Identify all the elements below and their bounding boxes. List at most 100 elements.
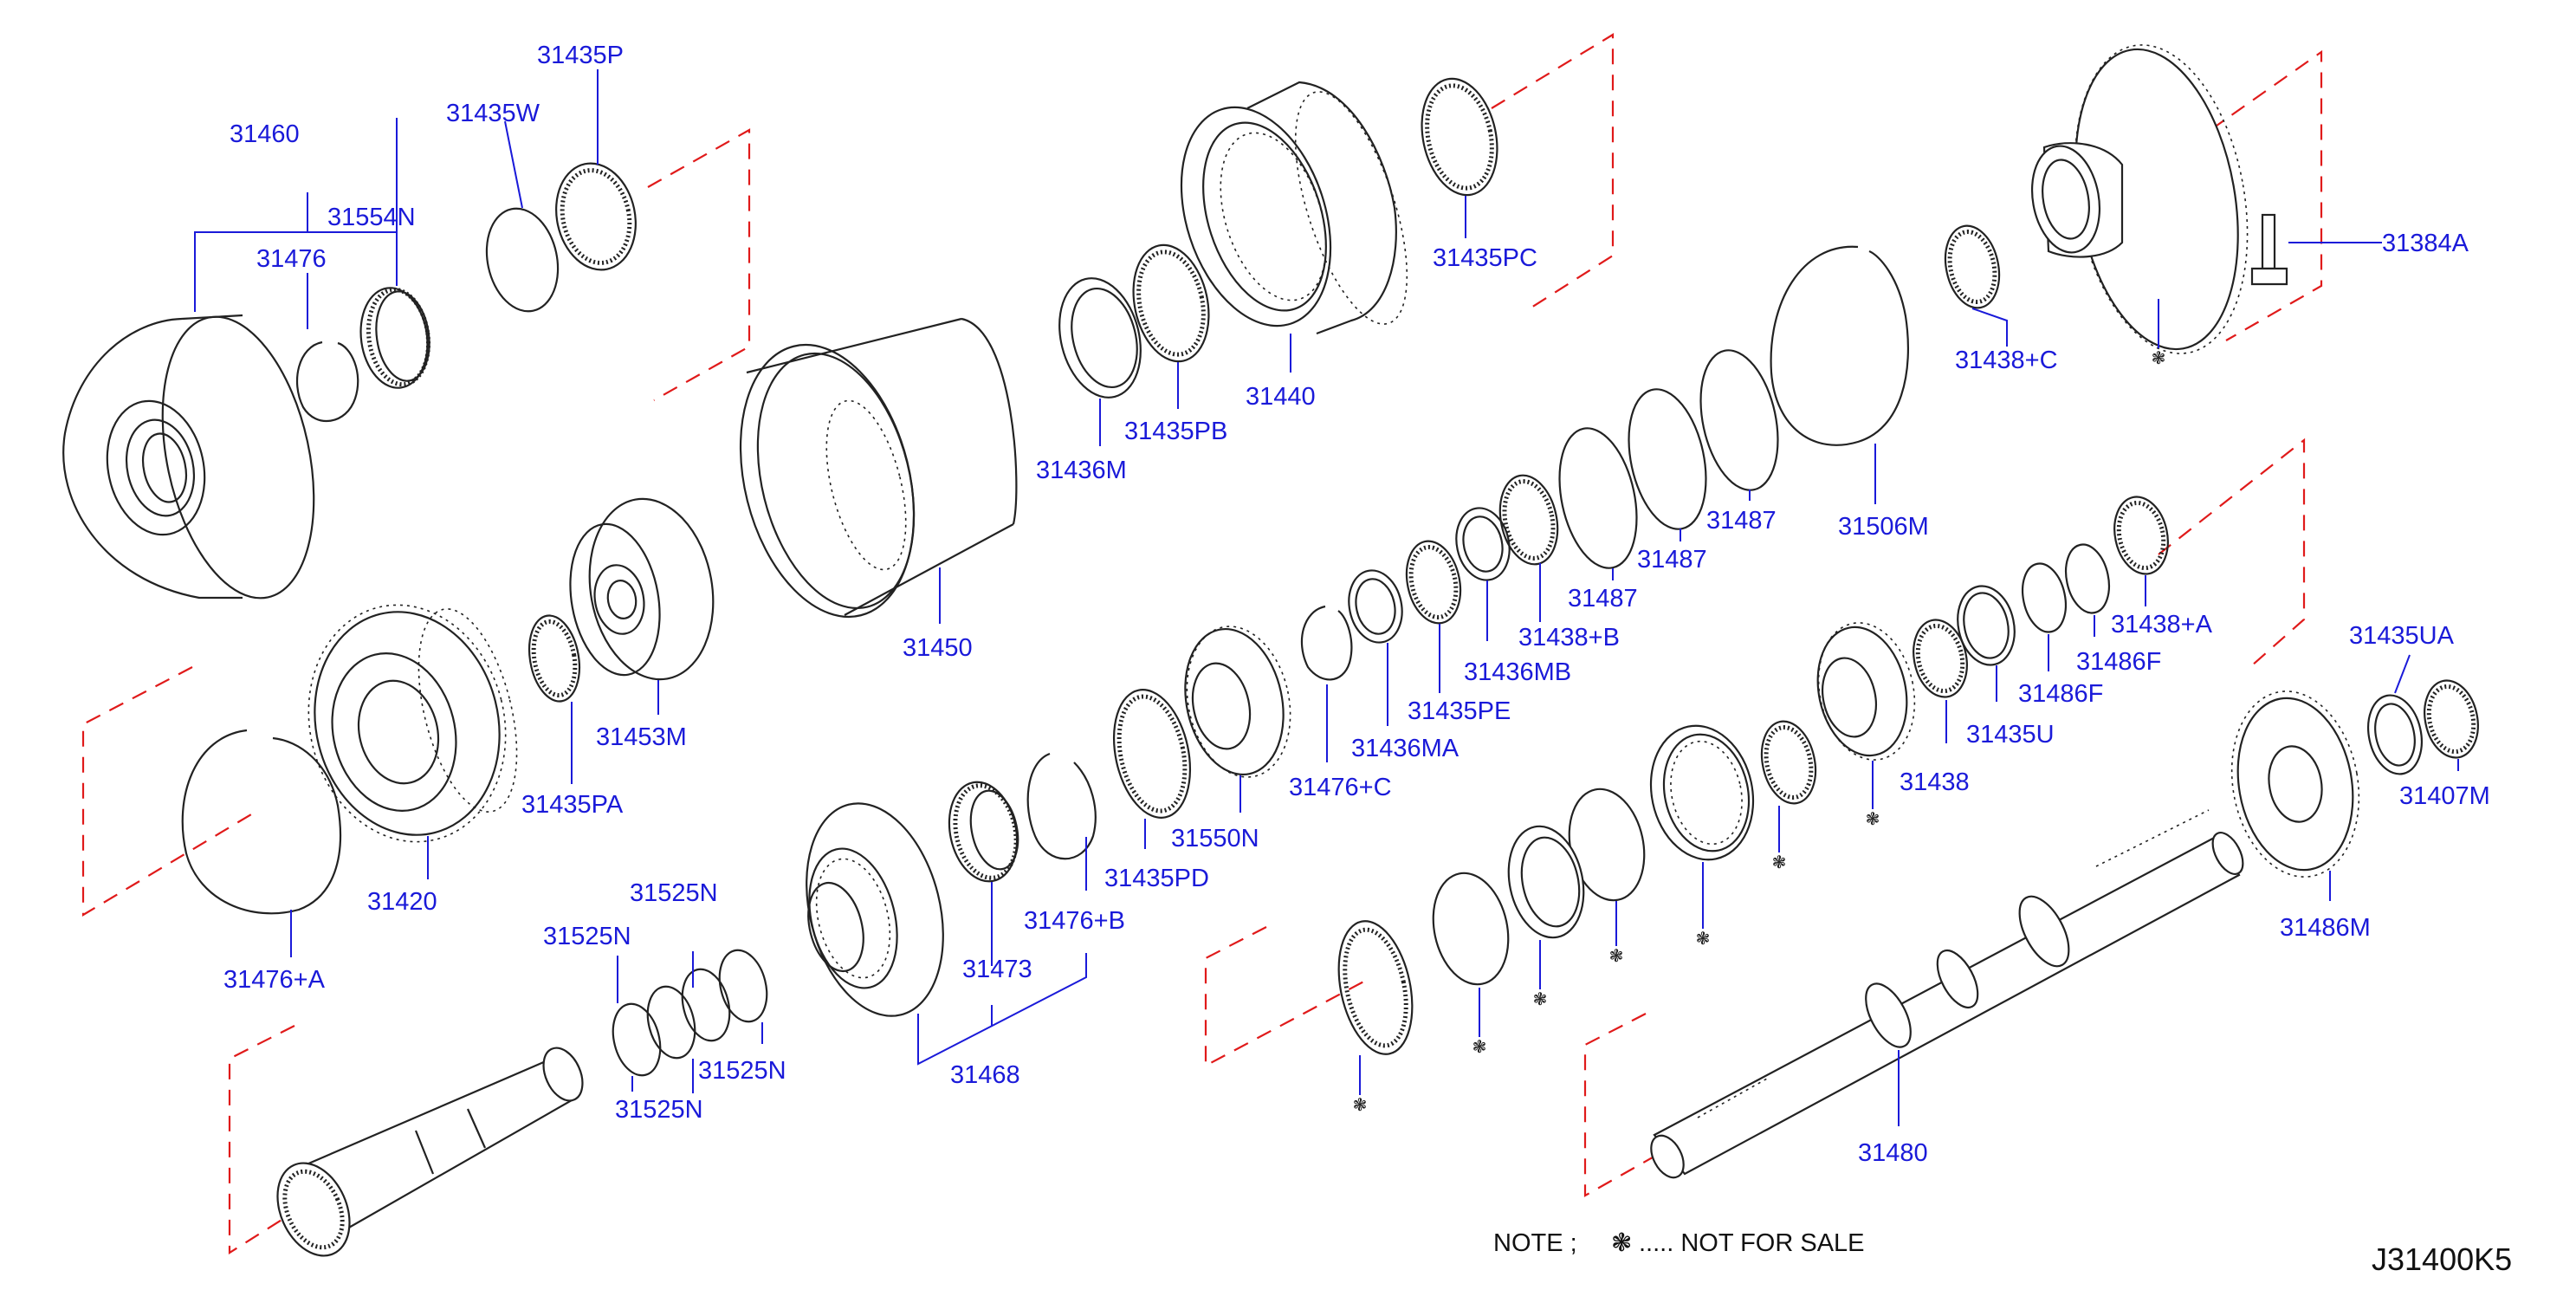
label-31486f-2: 31486F [2018,680,2103,708]
part-bearing-nfs-2 [1507,825,1585,939]
label-31436ma: 31436MA [1351,735,1460,762]
label-31476b: 31476+B [1024,907,1125,935]
label-31476a: 31476+A [223,966,326,994]
part-31436ma-plate [1348,569,1403,644]
label-31438c: 31438+C [1955,347,2058,374]
label-31435pe: 31435PE [1408,697,1511,725]
nfs-mark-ring-1: ❃ [1609,947,1624,966]
part-31525n-ring-4 [718,949,768,1023]
nfs-mark-shim-4: ❃ [1353,1096,1368,1115]
label-31407m: 31407M [2399,782,2490,810]
part-31435pb-thrust-washer [1132,243,1210,363]
label-31435pc: 31435PC [1433,244,1537,272]
part-31550n-gear [1184,626,1291,778]
part-labels: 31460 31435P 31435W 31554N 31476 31440 3… [223,42,2490,1167]
footer-note: NOTE ; ❃ ..... NOT FOR SALE [1493,1229,1865,1257]
label-31450: 31450 [903,634,973,662]
label-31384a: 31384A [2382,230,2469,257]
part-31435u-washer [1957,585,2016,666]
label-31435pa: 31435PA [521,791,624,819]
part-bearing-race-nfs [1649,724,1755,861]
part-31435pa-thrust-washer [527,614,581,703]
diagram-code: J31400K5 [2372,1241,2512,1277]
part-31473-bearing [948,781,1019,883]
part-31384a-bolt [2250,213,2288,286]
note-suffix: ..... NOT FOR SALE [1639,1229,1865,1257]
part-31438b-thrust-washer [1498,474,1559,566]
leader-lines [194,69,2459,1126]
label-31525n-2: 31525N [630,879,718,907]
label-31468: 31468 [950,1061,1020,1089]
label-31435w: 31435W [446,100,540,127]
nfs-mark-housing: ❃ [2152,349,2166,368]
part-31506m-snap-ring [1770,245,1909,446]
part-gear-hub-right [1816,622,1916,761]
part-31476-snap-ring [296,340,359,423]
part-31438c-thrust-washer [1944,224,2001,309]
nfs-mark-gear-hub: ❃ [1866,810,1880,829]
label-31486m: 31486M [2280,914,2371,942]
part-31435w-washer [485,207,560,313]
part-31436m-plate [1058,277,1142,399]
label-31435u: 31435U [1966,721,2055,749]
part-31435ua-washer [2367,694,2423,775]
label-31473: 31473 [962,956,1032,983]
part-31420-ring-gear [307,604,518,843]
label-31435pd: 31435PD [1104,865,1209,892]
note-symbol: ❃ [1611,1229,1632,1257]
part-31435pe-thrust-washer [1405,540,1462,625]
label-31436m: 31436M [1036,457,1127,484]
part-31435pc-thrust-washer [1421,77,1498,197]
label-31438a: 31438+A [2111,611,2213,639]
label-31438b: 31438+B [1518,624,1620,651]
part-31440-gear-drum [1180,81,1408,335]
label-31476c: 31476+C [1289,774,1392,801]
part-31486f-ring-2 [2021,562,2068,633]
part-31436mb-plate [1455,507,1511,581]
label-31476: 31476 [256,245,327,273]
label-31436mb: 31436MB [1464,658,1571,686]
part-31460-drum [62,314,315,600]
part-31486f-ring-1 [2064,543,2111,614]
part-31453m-carrier [569,497,715,681]
part-shim-nfs-4 [1337,920,1414,1055]
nfs-mark-bearing-race: ❃ [1696,930,1711,949]
nfs-mark-bearing-2: ❃ [1533,990,1548,1009]
label-31486f-1: 31486F [2076,648,2161,676]
part-31476a-snap-ring [181,729,342,915]
label-31480: 31480 [1858,1139,1928,1167]
part-31438a-thrust-washer [2113,496,2169,575]
label-31453m: 31453M [596,723,687,751]
part-31468-hub [806,802,944,1017]
part-31435pd-thrust-washer [1112,689,1192,819]
nfs-mark-thrust-washer: ❃ [1772,853,1787,872]
part-31435p-thrust-washer [555,162,637,271]
label-31506m: 31506M [1838,513,1929,541]
label-31440: 31440 [1246,383,1316,411]
part-31525n-ring-2 [646,985,696,1060]
part-housing [2030,44,2249,354]
part-31486m-gear [2230,690,2360,878]
part-31407m-thrust-washer [2424,679,2479,759]
part-31476b-snap-ring [1026,752,1097,860]
part-31476c-snap-ring [1300,605,1353,681]
label-31435ua: 31435UA [2349,622,2455,650]
label-31525n-3: 31525N [698,1057,786,1085]
not-for-sale-markers: ❃ ❃ ❃ ❃ ❃ ❃ ❃ ❃ [1353,299,2166,1115]
part-31487-ring-1 [1558,427,1638,569]
part-input-shaft [276,1047,584,1257]
label-31554n: 31554N [327,204,416,231]
label-31460: 31460 [230,120,300,148]
part-31487-ring-3 [1699,349,1779,491]
label-31525n-1: 31525N [543,923,631,950]
label-31438: 31438 [1900,768,1970,796]
label-31487-3: 31487 [1706,507,1777,535]
part-ring-nfs-3 [1432,872,1510,986]
label-31487-2: 31487 [1637,546,1707,574]
label-31550n: 31550N [1171,825,1259,852]
label-31435pb: 31435PB [1124,418,1227,445]
label-31525n-4: 31525N [615,1096,703,1124]
part-31525n-ring-3 [681,968,731,1042]
nfs-mark-ring-3: ❃ [1472,1038,1487,1057]
